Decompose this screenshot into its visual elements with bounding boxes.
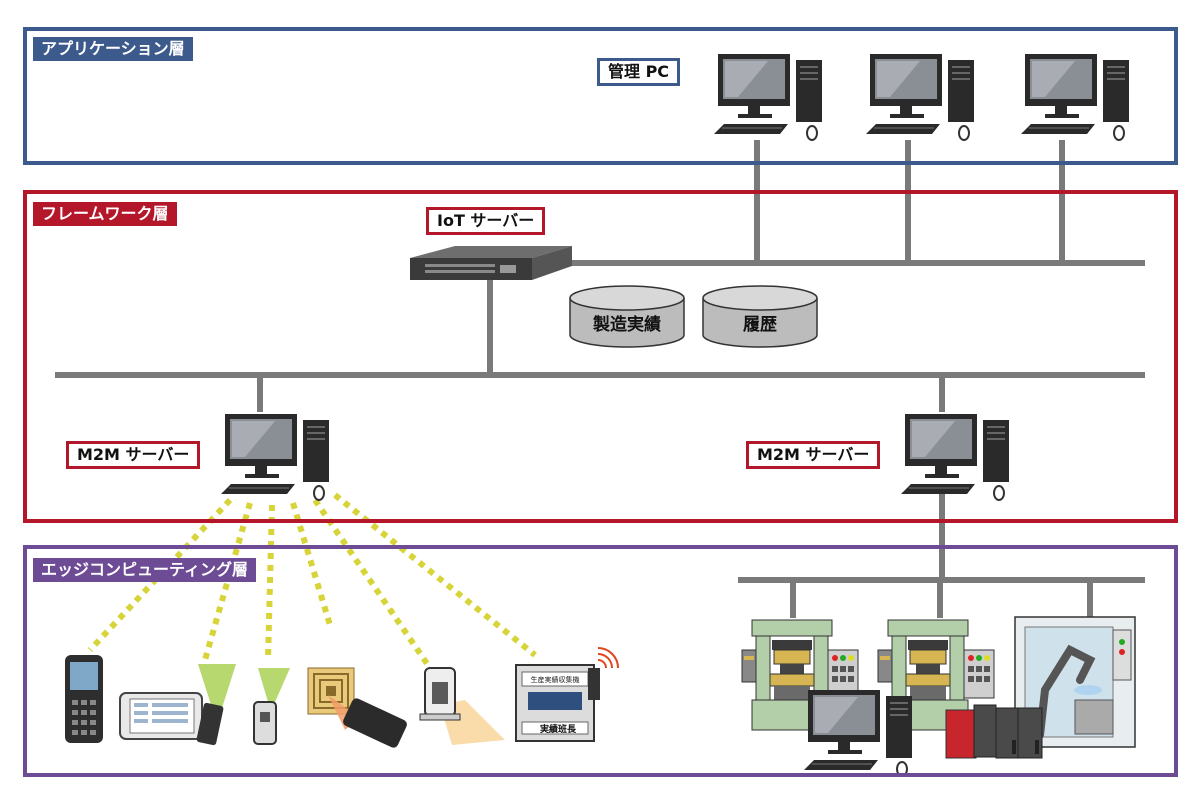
framework-layer-box [23, 190, 1178, 523]
m2m-server-left-label: M2M サーバー [66, 441, 201, 469]
edge-layer-box [23, 545, 1178, 777]
application-layer-title: アプリケーション層 [33, 37, 193, 61]
framework-layer-title: フレームワーク層 [33, 202, 177, 226]
database-history-icon: 履歴 [702, 285, 818, 348]
fixed-scanner-icon [419, 667, 505, 745]
database-production-icon: 製造実績 [569, 285, 685, 348]
data-collection-terminal-icon: 生産実績収集機 実績班長 [515, 647, 619, 742]
handheld-terminal-icon [65, 655, 103, 743]
rfid-reader-icon [307, 667, 407, 748]
edge-layer-title: エッジコンピューティング層 [33, 558, 257, 582]
iot-server-rack-icon [410, 246, 572, 280]
database-history-label: 履歴 [743, 315, 777, 335]
m2m-server-right-label: M2M サーバー [746, 441, 881, 469]
terminal-screen-title: 生産実績収集機 [531, 675, 580, 684]
admin-pc-label: 管理 PC [597, 58, 681, 86]
wireless-links [87, 492, 537, 670]
plc-icon [945, 704, 1043, 759]
iot-server-label: IoT サーバー [426, 207, 546, 235]
database-production-label: 製造実績 [592, 314, 661, 335]
network-lines [55, 140, 1145, 618]
application-layer-box [23, 27, 1178, 165]
barcode-scanner-icon [253, 668, 290, 745]
tablet-icon [119, 692, 203, 740]
barcode-scanner-beam-icon [196, 664, 236, 746]
terminal-brand-logo: 実績班長 [540, 723, 577, 735]
